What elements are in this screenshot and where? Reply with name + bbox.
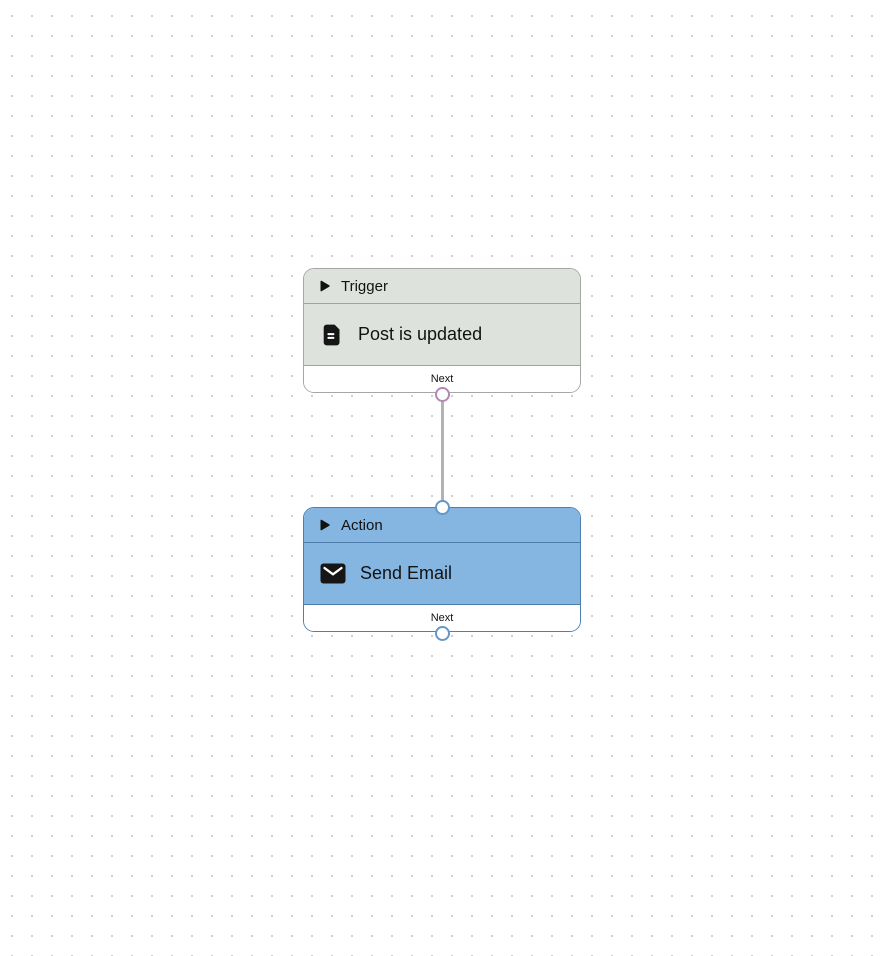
node-action[interactable]: Action Send Email Next — [303, 507, 581, 632]
document-icon — [320, 323, 344, 347]
node-trigger-header[interactable]: Trigger — [304, 269, 580, 304]
node-trigger-next-label: Next — [430, 373, 454, 385]
node-action-next-label: Next — [430, 612, 454, 624]
node-action-body[interactable]: Send Email — [304, 543, 580, 604]
node-action-title: Send Email — [360, 563, 453, 583]
node-trigger[interactable]: Trigger Post is updated Next — [303, 268, 581, 393]
node-trigger-title: Post is updated — [358, 324, 483, 344]
collapse-arrow-icon[interactable] — [320, 280, 330, 292]
email-icon — [320, 563, 346, 584]
node-trigger-type-label: Trigger — [341, 277, 388, 295]
collapse-arrow-icon[interactable] — [320, 519, 330, 531]
connector-edge[interactable] — [440, 394, 444, 507]
node-action-type-label: Action — [341, 516, 383, 534]
port-action-input[interactable] — [434, 499, 450, 515]
port-action-next[interactable] — [434, 625, 450, 641]
node-trigger-body[interactable]: Post is updated — [304, 304, 580, 365]
port-trigger-next[interactable] — [434, 387, 450, 402]
